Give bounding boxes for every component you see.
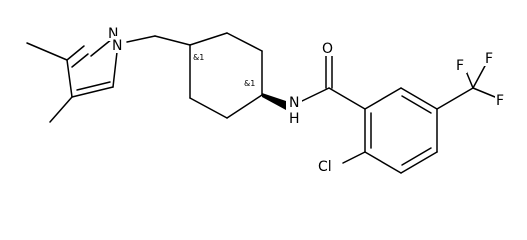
bond-cy-5 (189, 97, 228, 119)
bond-n2-c3 (66, 45, 85, 61)
atom-h-amide: H (289, 111, 300, 127)
stereo-label-right: &1 (244, 79, 255, 88)
atom-n-pyrazole-top: N (108, 26, 118, 42)
bond-cy-1 (189, 32, 228, 46)
atom-n-pyrazole-sub: N (112, 38, 122, 54)
atom-n-amide: N (289, 95, 299, 111)
bond-ar-4 (400, 151, 438, 174)
bond-c-f-right (472, 87, 496, 98)
atom-f-right: F (496, 93, 504, 109)
bond-n1-ch2 (126, 35, 156, 43)
bond-n2-c3-inner (71, 53, 89, 68)
bond-ar-2-inner (401, 95, 432, 114)
bond-ch2-cyclohexyl (154, 35, 191, 46)
bond-cy-2 (226, 32, 263, 52)
chemical-structure: N N O N H Cl F F F &1 &1 (26, 26, 505, 175)
bond-c3-c4 (66, 59, 73, 98)
benzene-ring (364, 87, 438, 174)
bond-ar-4-inner (401, 147, 432, 166)
bond-c4-c5 (71, 86, 114, 98)
bond-ar-1 (364, 87, 402, 110)
atom-f-left: F (456, 58, 464, 74)
pyrazole-ring (66, 38, 118, 98)
bond-nh-co (301, 87, 330, 102)
bond-c-cl (342, 151, 366, 164)
bond-ar-2 (400, 87, 438, 110)
atom-cl: Cl (318, 159, 332, 175)
stereo-label-left: &1 (193, 53, 204, 62)
wedge-bond-c-nh (262, 93, 286, 110)
bond-cy-4 (226, 94, 263, 119)
atom-f-top: F (485, 51, 493, 67)
bond-c-f-top (472, 63, 487, 89)
methyl-c4 (49, 96, 73, 123)
bond-c5-n1 (112, 51, 118, 88)
methyl-c3 (26, 42, 68, 61)
bond-ar-5 (364, 151, 402, 174)
bond-c4-c5-inner (76, 81, 111, 91)
atom-o-carbonyl: O (322, 41, 333, 57)
bond-co-aryl (328, 87, 366, 110)
bond-c-f-left (465, 70, 474, 89)
bond-ar-cf3 (436, 87, 474, 110)
cyclohexane-ring (189, 32, 263, 119)
bond-n1-n2 (90, 38, 113, 57)
